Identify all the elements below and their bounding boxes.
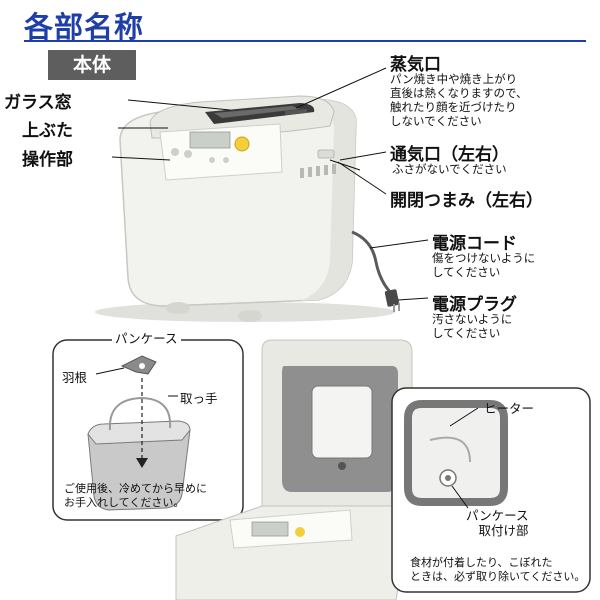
- bread-case-inset: [52, 339, 244, 521]
- interior-inset: [391, 387, 591, 593]
- label-case-mount: パンケース 取付け部: [466, 508, 529, 538]
- label-power-plug: 電源プラグ: [432, 295, 517, 315]
- note-air-vent: ふさがないでください: [392, 162, 507, 176]
- label-lid: 上ぶた: [22, 121, 73, 141]
- open-unit-illustration: [175, 339, 413, 600]
- section-badge: 本体: [48, 50, 136, 80]
- bread-maker-illustration: [95, 95, 400, 322]
- label-control-panel: 操作部: [22, 150, 73, 170]
- label-bread-case: パンケース: [112, 328, 181, 347]
- label-heater: ヒーター: [484, 401, 535, 416]
- note-bread-case: ご使用後、冷めてから早めに お手入れしてください。: [64, 482, 207, 509]
- label-latch: 開閉つまみ（左右）: [390, 191, 543, 211]
- label-air-vent: 通気口（左右）: [390, 145, 509, 165]
- note-steam-vent: パン焼き中や焼き上がり 直後は熱くなりますので、 触れたり顔を近づけたり しない…: [390, 72, 528, 128]
- label-steam-vent: 蒸気口: [390, 55, 441, 75]
- leader-lines: [111, 67, 429, 301]
- note-power-cord: 傷をつけないように してください: [432, 251, 536, 279]
- label-glass-window: ガラス窓: [4, 93, 72, 113]
- title-underline: [24, 40, 586, 42]
- label-handle: 取っ手: [180, 391, 218, 406]
- note-power-plug: 汚さないように してください: [432, 312, 513, 340]
- label-power-cord: 電源コード: [432, 234, 517, 254]
- label-blade: 羽根: [62, 370, 88, 385]
- note-interior: 食材が付着したり、こぼれた ときは、必ず取り除いてください。: [410, 556, 586, 583]
- page-title: 各部名称: [24, 10, 145, 44]
